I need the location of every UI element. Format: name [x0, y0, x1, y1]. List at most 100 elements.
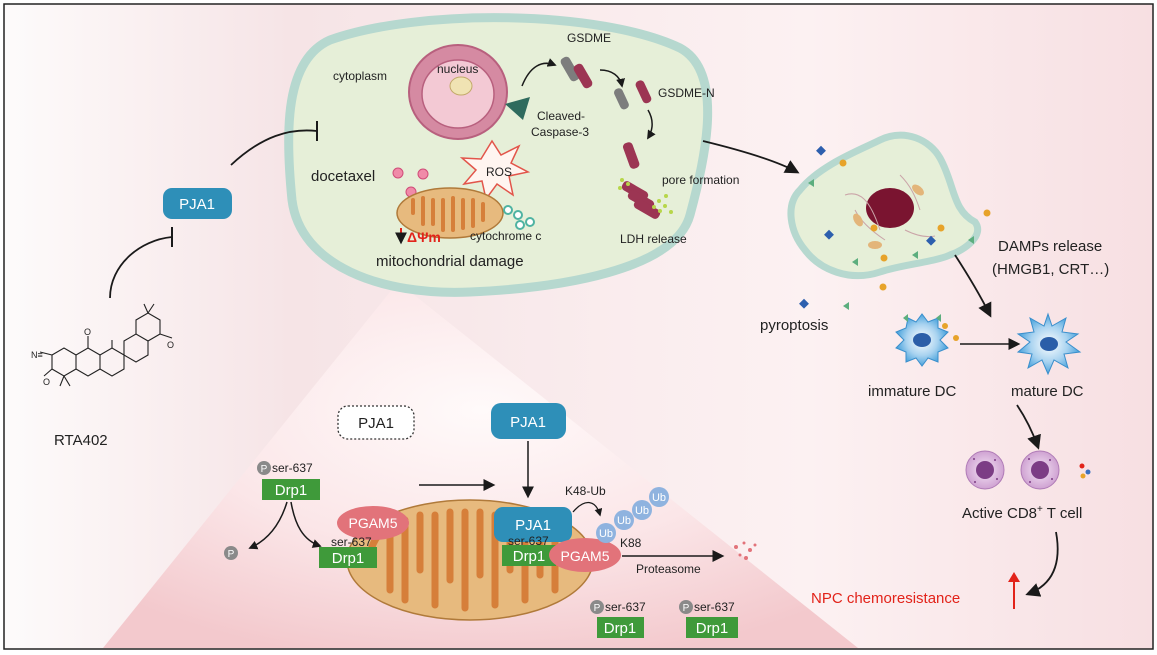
gsdme-c-fragment-icon [614, 88, 629, 110]
ser637-label-3: ser-637 [508, 534, 549, 548]
pgam5-right [549, 538, 621, 572]
arrow-damps-to-dc [954, 254, 992, 318]
pja1-mito-label: PJA1 [515, 517, 551, 534]
gsdme-n-label: GSDME-N [658, 86, 715, 100]
arrow-cleavage [599, 69, 625, 88]
cytoplasm-label: cytoplasm [333, 69, 387, 83]
arrow-to-gsdme-n [647, 109, 656, 140]
pja1-node [163, 188, 232, 219]
ros-label: ROS [486, 165, 512, 179]
proteasome-label: Proteasome [636, 562, 701, 576]
inhibit-arrow-pja1-to-cell [230, 129, 318, 166]
immature-dc-label: immature DC [868, 383, 957, 400]
pja1-present-label: PJA1 [510, 414, 546, 431]
delta-psi-label: ΔΨm [407, 229, 441, 245]
pja1-present-node [491, 403, 566, 439]
drp1-label-mito: Drp1 [332, 550, 365, 567]
free-phosphate-icon [224, 546, 238, 560]
rta402-oxygen-text: O [84, 327, 91, 337]
cleaved-caspase-label-1: Cleaved- [537, 109, 585, 123]
drp1-label-released-2: Drp1 [696, 620, 729, 637]
rta402-oxygen-text: O [43, 377, 50, 387]
mature-dc-cell [1016, 312, 1082, 376]
arrow-drp1-to-mito [290, 501, 322, 548]
rta402-structure-icon [39, 303, 173, 387]
pja1-absent-label: PJA1 [358, 415, 394, 432]
damps-label-2: (HMGB1, CRT…) [992, 261, 1109, 278]
drp1-box-bound [502, 545, 556, 566]
ros-icon [459, 139, 531, 201]
drp1-label: Drp1 [275, 482, 308, 499]
rta402-nitrile-text: N≡ [31, 350, 43, 360]
pja1-node-label: PJA1 [179, 196, 215, 213]
nucleus-label: nucleus [437, 62, 478, 76]
inhibit-arrow-rta402 [109, 236, 173, 299]
ub-label: Ub [635, 505, 649, 517]
arrow-ubiquitination [572, 501, 603, 517]
ubiquitin-chain-icon [596, 487, 669, 543]
pja1-mito-node [494, 507, 572, 542]
ldh-dots-icon [618, 178, 673, 214]
phospho-label: P [261, 464, 268, 475]
arrow-to-gsdme [521, 58, 557, 87]
free-phosphate-label: P [228, 549, 235, 560]
ub-label: Ub [617, 515, 631, 527]
k48ub-label: K48-Ub [565, 484, 606, 498]
gsdme-n-icon [622, 142, 640, 169]
pgam5-left-label: PGAM5 [348, 515, 397, 531]
cytochrome-c-label: cytochrome c [470, 229, 541, 243]
immature-dc-cell [895, 313, 959, 367]
gsdme-label: GSDME [567, 31, 611, 45]
damp-particles-icon [799, 145, 991, 310]
k88-label: K88 [620, 536, 642, 550]
ldh-release-label: LDH release [620, 232, 687, 246]
drp1-box-mito [319, 547, 377, 568]
pgam5-left [337, 506, 409, 540]
ser637-label: ser-637 [272, 461, 313, 475]
ser637-label-2: ser-637 [331, 535, 372, 549]
docetaxel-label: docetaxel [311, 168, 375, 185]
drp1-box-released [597, 617, 644, 638]
gsdme-full-icon [560, 56, 593, 89]
docetaxel-molecule-icon [417, 168, 429, 180]
cytochrome-c-icon [503, 205, 535, 230]
phospho-label: P [594, 603, 601, 614]
ser637-label-5: ser-637 [694, 600, 735, 614]
cleaved-caspase-label-2: Caspase-3 [531, 125, 589, 139]
pore-formation-label: pore formation [662, 173, 739, 187]
ser637-label-4: ser-637 [605, 600, 646, 614]
pja1-absent-node [337, 405, 415, 440]
pyroptosis-label: pyroptosis [760, 317, 828, 334]
arrow-tcell-to-npc [1025, 531, 1059, 597]
gsdme-n-fragment-icon [635, 80, 652, 104]
drp1-label-bound: Drp1 [513, 548, 546, 565]
nucleus [408, 44, 508, 140]
ub-label: Ub [652, 492, 666, 504]
rta402-ester-text: O [167, 340, 174, 350]
arrow-dc-to-tcell [1016, 404, 1041, 450]
cd8-label: Active CD8+ T cell [962, 504, 1082, 522]
phospho-icon [257, 461, 271, 475]
cleaved-caspase-3-icon [505, 97, 530, 120]
pgam5-right-label: PGAM5 [560, 548, 609, 564]
phospho-icon [590, 600, 604, 614]
npc-chemoresistance-label: NPC chemoresistance [811, 590, 960, 607]
mature-dc-label: mature DC [1011, 383, 1084, 400]
degradation-fragments-icon [734, 541, 757, 560]
phospho-label: P [683, 603, 690, 614]
docetaxel-molecule-icon [392, 167, 404, 179]
damaged-mitochondrion [396, 187, 504, 239]
pore-icon [621, 181, 661, 219]
drp1-label-released: Drp1 [604, 620, 637, 637]
drp1-box [262, 479, 320, 500]
mito-damage-label: mitochondrial damage [376, 253, 524, 270]
arrow-to-pyroptosis [702, 140, 800, 174]
rta402-label: RTA402 [54, 432, 108, 449]
arrow-dephosphorylation [248, 501, 288, 550]
drp1-box-released-2 [686, 617, 738, 638]
phospho-icon [679, 600, 693, 614]
damps-label-1: DAMPs release [998, 238, 1102, 255]
ub-label: Ub [599, 528, 613, 540]
